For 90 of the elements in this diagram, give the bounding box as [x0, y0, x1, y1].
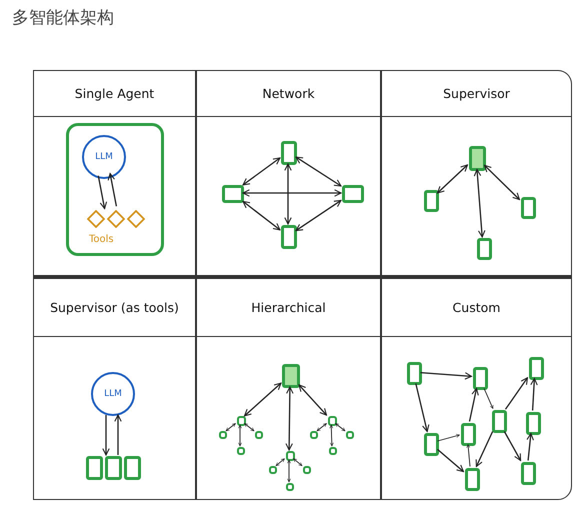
arrow — [244, 423, 254, 432]
arrow — [238, 424, 242, 446]
agent-box — [528, 356, 544, 380]
panel-heading: Custom — [382, 279, 571, 337]
agent-box — [269, 466, 277, 474]
arrow — [242, 200, 281, 230]
arrow — [316, 423, 327, 432]
panel-heading: Supervisor (as tools) — [34, 279, 195, 337]
agent-box — [346, 431, 354, 439]
panel-heading: Single Agent — [34, 71, 195, 117]
arrow — [242, 157, 281, 186]
agent-box — [424, 190, 438, 212]
agent-box — [424, 432, 438, 456]
agent-box — [329, 447, 337, 455]
arrow — [287, 460, 291, 482]
tool-diamond — [107, 210, 125, 228]
agent-box — [124, 456, 140, 480]
arrow — [329, 424, 334, 446]
arrow — [504, 431, 522, 462]
agent-box — [222, 185, 244, 203]
agent-box — [219, 431, 227, 439]
arrow — [484, 388, 494, 409]
arrow — [476, 431, 494, 468]
arrow — [530, 378, 538, 411]
arrow — [102, 415, 110, 456]
agent-frame — [66, 123, 164, 256]
agent-box — [236, 416, 246, 426]
agent-box — [104, 456, 122, 480]
architecture-panel — [33, 70, 196, 278]
arrow — [226, 423, 236, 432]
agent-box — [310, 431, 318, 439]
agent-box — [464, 468, 480, 490]
arrow — [98, 176, 108, 210]
agent-box — [472, 366, 488, 390]
llm-circle: LLM — [91, 372, 135, 416]
arrow — [242, 189, 342, 197]
arrow — [436, 164, 468, 194]
agent-box — [281, 141, 297, 165]
arrow — [298, 384, 328, 416]
arrow — [437, 434, 460, 442]
agent-box — [286, 451, 294, 461]
agent-box — [460, 422, 476, 446]
agent-box — [86, 456, 102, 480]
agent-box — [281, 225, 297, 249]
arrow — [466, 444, 470, 467]
arrow — [437, 448, 464, 472]
arrow — [420, 372, 472, 380]
architecture-panel — [196, 278, 381, 500]
llm-circle: LLM — [82, 135, 126, 179]
tool-diamond — [127, 210, 145, 228]
agent-box — [342, 185, 364, 203]
arrow — [526, 432, 534, 461]
diagram-title: 多智能体架构 — [12, 7, 114, 29]
arrow — [284, 163, 292, 225]
arrow — [484, 164, 520, 200]
panel-heading: Network — [197, 71, 380, 117]
agent-box — [255, 431, 263, 439]
agent-box — [526, 412, 540, 434]
agent-box — [406, 362, 422, 384]
panel-heading: Supervisor — [382, 71, 571, 117]
arrow — [276, 458, 285, 466]
agent-box — [520, 462, 536, 484]
architecture-panel — [33, 278, 196, 500]
agent-box — [520, 197, 536, 219]
agent-box — [286, 483, 294, 491]
arrow — [295, 156, 342, 187]
arrow — [285, 386, 294, 451]
arrow — [468, 388, 479, 422]
arrow — [335, 423, 346, 432]
agent-box — [237, 447, 245, 455]
architecture-panel — [196, 70, 381, 278]
arrow — [415, 383, 430, 432]
arrow — [114, 414, 122, 455]
arrow — [108, 172, 118, 206]
agent-box — [303, 466, 311, 474]
agent-box — [468, 146, 486, 170]
architecture-panel — [381, 70, 572, 278]
arrow — [474, 168, 486, 238]
arrow — [504, 377, 528, 410]
architecture-panel — [381, 278, 572, 500]
agent-box — [476, 238, 492, 260]
arrow — [293, 458, 302, 466]
agent-box — [328, 416, 336, 426]
panel-heading: Hierarchical — [197, 279, 380, 337]
agent-box — [282, 364, 300, 388]
arrow — [295, 200, 342, 232]
arrow — [244, 382, 282, 416]
agent-box — [492, 410, 506, 432]
tools-caption: Tools — [89, 234, 114, 245]
tool-diamond — [87, 210, 105, 228]
